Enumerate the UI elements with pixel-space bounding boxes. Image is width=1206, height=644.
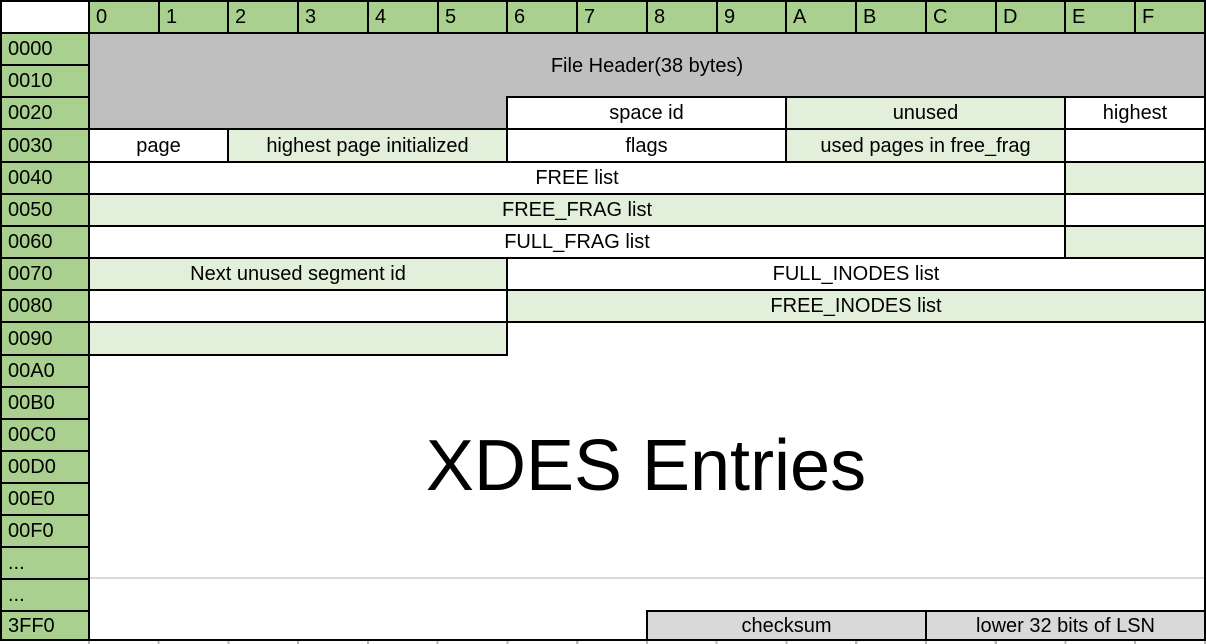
cell-space-id: space id	[506, 96, 787, 130]
row-label-0010: 0010	[0, 64, 90, 98]
cell-page: page	[88, 128, 229, 163]
cell-segment-id-start	[1064, 225, 1206, 259]
row-label-0070: 0070	[0, 257, 90, 291]
cell-free-frag-list: FREE_FRAG list	[88, 193, 1066, 227]
bottom-gridline-ticks	[88, 641, 1206, 644]
cell-free-list-start	[1064, 128, 1206, 163]
cell-full-inodes-continuation	[88, 289, 508, 323]
row-label-0050: 0050	[0, 193, 90, 227]
row-label-0090: 0090	[0, 321, 90, 356]
col-header-e: E	[1064, 0, 1136, 34]
col-header-d: D	[995, 0, 1066, 34]
cell-highest: highest	[1064, 96, 1206, 130]
cell-checksum: checksum	[646, 610, 927, 641]
row-label-ellipsis-2: ...	[0, 578, 90, 612]
cell-file-header: File Header(38 bytes)	[88, 32, 1206, 98]
cell-free-list: FREE list	[88, 161, 1066, 195]
col-header-2: 2	[227, 0, 299, 34]
col-header-f: F	[1134, 0, 1206, 34]
corner-cell	[0, 0, 90, 34]
row-label-00f0: 00F0	[0, 514, 90, 548]
cell-free-frag-start	[1064, 161, 1206, 195]
col-header-6: 6	[506, 0, 578, 34]
cell-full-frag-list: FULL_FRAG list	[88, 225, 1066, 259]
col-header-8: 8	[646, 0, 718, 34]
col-header-3: 3	[297, 0, 369, 34]
row-label-0040: 0040	[0, 161, 90, 195]
col-header-1: 1	[158, 0, 229, 34]
row-label-00b0: 00B0	[0, 386, 90, 420]
cell-highest-page-initialized: highest page initialized	[227, 128, 508, 163]
row-label-0020: 0020	[0, 96, 90, 130]
row-gridline	[90, 577, 1204, 579]
cell-full-frag-start	[1064, 193, 1206, 227]
col-header-7: 7	[576, 0, 648, 34]
col-header-4: 4	[367, 0, 439, 34]
cell-free-inodes-list: FREE_INODES list	[506, 289, 1206, 323]
cell-free-inodes-continuation	[88, 321, 508, 356]
col-header-c: C	[925, 0, 997, 34]
row-label-00d0: 00D0	[0, 450, 90, 484]
row-label-0080: 0080	[0, 289, 90, 323]
cell-used-pages-in-free-frag: used pages in free_frag	[785, 128, 1066, 163]
cell-next-unused-segment-id: Next unused segment id	[88, 257, 508, 291]
col-header-a: A	[785, 0, 857, 34]
row-label-ellipsis-1: ...	[0, 546, 90, 580]
col-header-5: 5	[437, 0, 508, 34]
cell-full-inodes-list: FULL_INODES list	[506, 257, 1206, 291]
cell-lower-32-bits-of-lsn: lower 32 bits of LSN	[925, 610, 1206, 641]
row-label-3ff0: 3FF0	[0, 610, 90, 641]
row-label-00c0: 00C0	[0, 418, 90, 452]
col-header-9: 9	[716, 0, 787, 34]
col-header-b: B	[855, 0, 927, 34]
row-label-00e0: 00E0	[0, 482, 90, 516]
cell-xdes-entries: XDES Entries	[425, 426, 867, 506]
cell-unused: unused	[785, 96, 1066, 130]
cell-file-header-continuation	[88, 96, 508, 130]
row-label-00a0: 00A0	[0, 354, 90, 388]
row-label-0060: 0060	[0, 225, 90, 259]
row-label-0000: 0000	[0, 32, 90, 66]
row-label-0030: 0030	[0, 128, 90, 163]
col-header-0: 0	[88, 0, 160, 34]
cell-flags: flags	[506, 128, 787, 163]
